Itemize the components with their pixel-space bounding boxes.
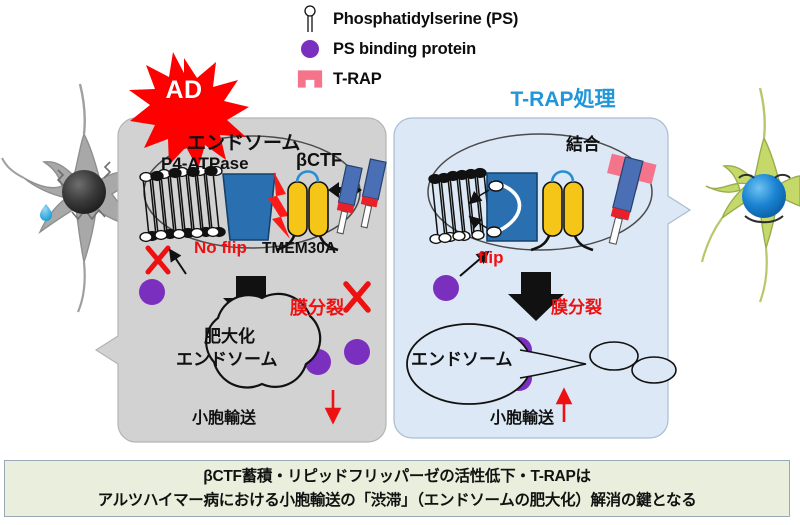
ad-enlarged-endosome-label-line2: エンドソーム <box>176 350 278 369</box>
ad-badge <box>129 52 249 169</box>
ps-lipid-icon <box>297 5 323 33</box>
trap-flip-label: flip <box>478 248 504 267</box>
sick-neuron <box>1 83 156 313</box>
ad-tmem30a-label: TMEM30A <box>262 240 337 257</box>
ad-blocked-lightning-icon <box>268 172 290 239</box>
legend-item-t-rap: T-RAP <box>297 64 627 94</box>
ad-lipid-bilayer <box>139 165 226 243</box>
ad-badge-label: AD <box>165 76 203 104</box>
ad-tmem30a <box>275 170 339 252</box>
trap-panel-title: T-RAP処理 <box>510 88 616 111</box>
trap-tmem30a <box>530 170 594 252</box>
ad-ps-uptake-arrow-icon <box>168 248 187 275</box>
ad-endosome-label: エンドソーム <box>187 133 301 154</box>
trap-ps-uptake-arrow-icon <box>459 250 490 277</box>
ad-p4-atpase <box>222 173 276 241</box>
legend: Phosphatidylserine (PS) PS binding prote… <box>297 4 627 94</box>
trap-membrane-fission-label: 膜分裂 <box>551 298 602 317</box>
ad-p4-atpase-label: P4-ATPase <box>161 154 249 173</box>
trap-endosome-fission <box>406 323 677 405</box>
summary-caption: βCTF蓄積・リピッドフリッパーゼの活性低下・T-RAPは アルツハイマー病にお… <box>4 460 790 517</box>
legend-label-t-rap: T-RAP <box>333 69 382 88</box>
ad-no-flip-label: No flip <box>194 238 247 257</box>
legend-label-ps-binding-protein: PS binding protein <box>333 39 477 58</box>
t-rap-icon <box>297 68 323 90</box>
trap-p4-atpase-active <box>468 172 538 242</box>
purple-circle-icon <box>297 39 323 59</box>
caption-line-2: アルツハイマー病における小胞輸送の「渋滞」（エンドソームの肥大化）解消の鍵となる <box>97 491 697 509</box>
legend-label-ps: Phosphatidylserine (PS) <box>333 9 519 28</box>
ad-fission-blocked-x-icon <box>343 281 371 313</box>
ad-no-flip-x-icon <box>145 245 171 275</box>
ad-bctf-label: βCTF <box>296 150 342 170</box>
trap-binding-label: 結合 <box>566 135 600 154</box>
ad-enlarged-endosome <box>205 292 322 389</box>
trap-endosome-label: エンドソーム <box>411 350 513 369</box>
legend-item-ps-binding-protein: PS binding protein <box>297 34 627 64</box>
ad-enlarged-endosome-label-line1: 肥大化 <box>204 327 255 346</box>
trap-bound-bctf-complex <box>607 153 657 245</box>
ad-vesicle-transport-label: 小胞輸送 <box>192 410 257 427</box>
legend-item-ps: Phosphatidylserine (PS) <box>297 4 627 34</box>
caption-line-1: βCTF蓄積・リピッドフリッパーゼの活性低下・T-RAPは <box>203 467 591 485</box>
trap-vesicle-transport-label: 小胞輸送 <box>490 410 555 427</box>
ad-membrane-fission-label: 膜分裂 <box>290 298 344 318</box>
trap-process-arrow-icon <box>508 272 564 321</box>
healthy-neuron <box>700 87 800 303</box>
ad-bctf-molecules <box>336 158 387 235</box>
